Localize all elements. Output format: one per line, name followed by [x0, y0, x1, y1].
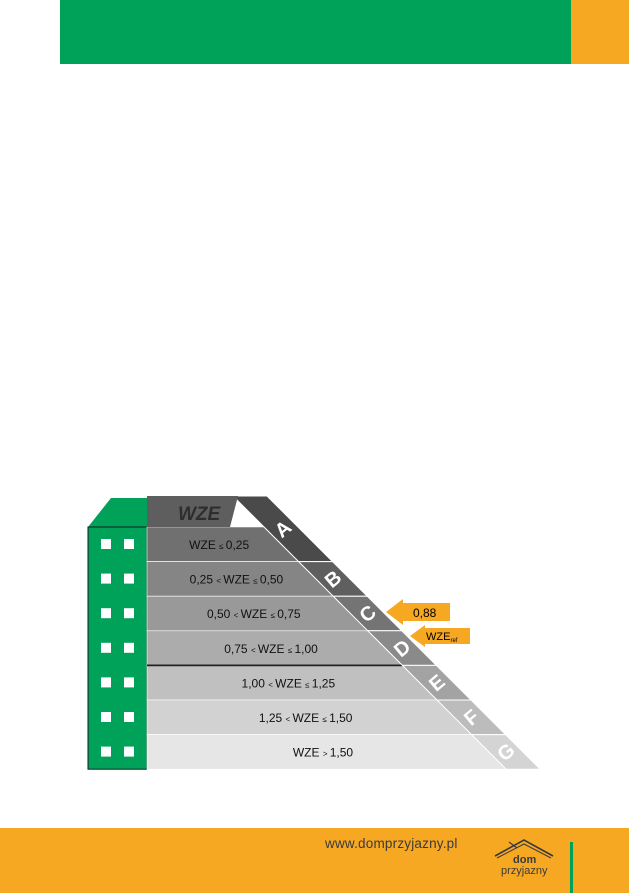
scale-row-range: WZE ≤ 0,25 — [189, 538, 249, 552]
scale-row-c: 0,50 < WZE ≤ 0,75 — [146, 595, 369, 632]
logo-line2: przyjazny — [501, 865, 548, 877]
logo-line1: dom — [513, 854, 536, 866]
building-window — [101, 677, 111, 688]
building-window — [101, 573, 111, 584]
scale-header-cell — [147, 496, 238, 527]
footer-bar — [0, 828, 629, 893]
scale-row-g: WZE > 1,50 — [146, 734, 507, 770]
footer-divider — [570, 842, 573, 893]
building-window — [101, 712, 111, 722]
class-tab-e: E — [401, 664, 473, 701]
building-window — [124, 573, 134, 584]
building-window — [124, 642, 134, 653]
dom-przyjazny-logo: dom przyjazny — [494, 839, 554, 877]
class-tab-d: D — [366, 630, 438, 666]
building-illustration — [87, 498, 170, 770]
class-tab-f: F — [435, 699, 507, 736]
scale-row-range: WZE > 1,50 — [293, 746, 354, 760]
scale-row-f: 1,25 < WZE ≤ 1,50 — [146, 699, 473, 735]
ref-arrow-label: WZEref — [426, 631, 458, 644]
building-window — [101, 608, 111, 619]
building-window — [124, 677, 134, 688]
scale-row-a: WZE ≤ 0,25 — [146, 526, 300, 562]
scale-row-range: 0,75 < WZE ≤ 1,00 — [224, 642, 318, 656]
class-tab-b: B — [297, 561, 369, 597]
scale-row-range: 0,25 < WZE ≤ 0,50 — [190, 573, 284, 587]
scale-row-range: 0,50 < WZE ≤ 0,75 — [207, 607, 301, 621]
ref-arrow-shape — [410, 625, 470, 647]
indicator-arrows: 0,88 WZEref — [386, 599, 470, 647]
header-bar — [60, 0, 571, 64]
class-tab-c: C — [331, 595, 404, 632]
scale-row-e: 1,00 < WZE ≤ 1,25 — [146, 665, 438, 701]
building-window — [124, 746, 134, 757]
scale-header-label: WZE — [178, 504, 222, 525]
footer-url[interactable]: www.domprzyjazny.pl — [325, 836, 458, 851]
building-window — [124, 608, 134, 619]
scale-rows: WZE ≤ 0,25 0,25 < WZE ≤ 0,50 0,50 < WZE ≤ … — [146, 526, 507, 770]
ref-arrow: WZEref — [410, 625, 470, 647]
scale-row-d: 0,75 < WZE ≤ 1,00 — [146, 630, 404, 666]
scale-header: WZE — [147, 496, 238, 527]
building-facade — [87, 526, 148, 770]
building-window — [124, 712, 134, 722]
value-arrow-label: 0,88 — [413, 606, 437, 620]
building-window — [101, 539, 111, 549]
building-window — [101, 746, 111, 757]
building-window — [101, 642, 111, 653]
header-accent — [571, 0, 629, 64]
scale-row-range: 1,25 < WZE ≤ 1,50 — [259, 711, 353, 725]
scale-row-range: 1,00 < WZE ≤ 1,25 — [242, 676, 336, 690]
building-window — [124, 539, 134, 549]
value-arrow: 0,88 — [386, 599, 450, 625]
logo-roof-icon — [494, 839, 554, 857]
value-arrow-shape — [386, 599, 450, 625]
